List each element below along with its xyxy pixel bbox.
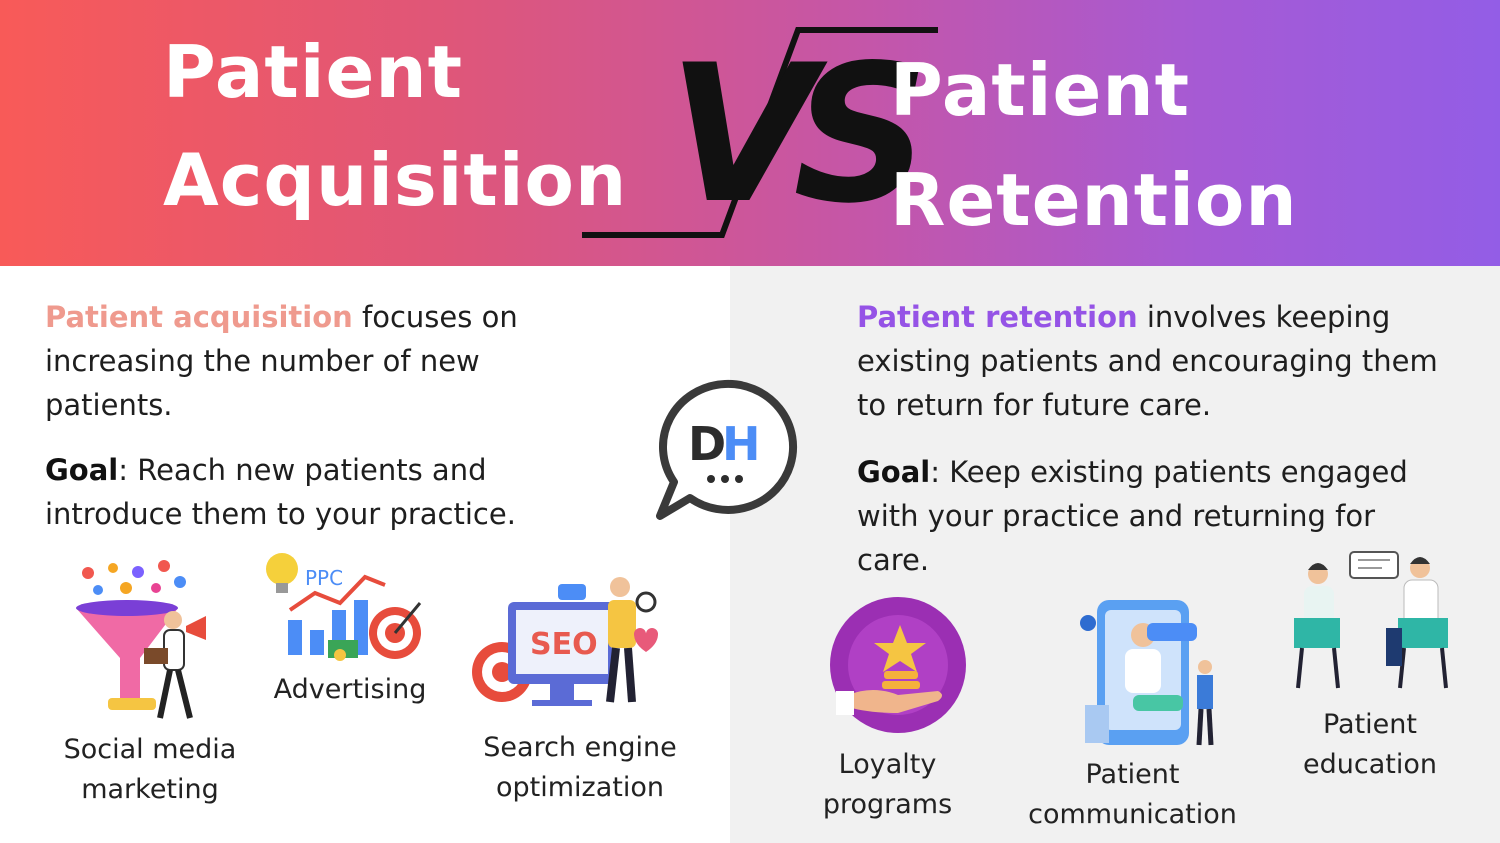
retention-goal-text: : Keep existing patients engaged with yo…: [857, 455, 1408, 577]
item-search-engine-optimization: Search engine optimization: [455, 728, 705, 808]
acquisition-goal: Goal: Reach new patients and introduce t…: [45, 448, 605, 536]
acquisition-description-text: focuses on increasing the number of new …: [45, 300, 518, 422]
ppc-advertising-icon: PPC: [266, 553, 422, 661]
item-label-line2: optimization: [496, 772, 664, 803]
item-label-line1: Patient: [1322, 709, 1417, 740]
left-title-line1: Patient: [163, 30, 464, 114]
item-label-line1: Loyalty: [838, 749, 937, 780]
right-title-line1: Patient: [890, 48, 1191, 132]
acquisition-goal-text: : Reach new patients and introduce them …: [45, 453, 516, 531]
dh-logo-icon: D H: [656, 379, 798, 520]
funnel-marketing-icon: [76, 560, 206, 719]
acquisition-description: Patient acquisition focuses on increasin…: [45, 295, 565, 427]
logo-letter-d: D: [688, 417, 726, 471]
svg-text:SEO: SEO: [530, 627, 598, 662]
left-title-line2: Acquisition: [163, 138, 628, 222]
retention-goal-label: Goal: [857, 455, 931, 489]
retention-description-text: involves keeping existing patients and e…: [857, 300, 1438, 422]
retention-highlight: Patient retention: [857, 300, 1138, 334]
vs-text: VS: [668, 24, 930, 245]
left-panel: [0, 266, 730, 843]
seo-icon: SEO: [472, 577, 658, 706]
retention-description: Patient retention involves keeping exist…: [857, 295, 1457, 427]
retention-goal: Goal: Keep existing patients engaged wit…: [857, 450, 1417, 582]
item-label-line2: marketing: [81, 774, 219, 805]
item-label-line1: Search engine: [483, 732, 677, 763]
logo-letter-h: H: [722, 417, 761, 471]
item-patient-communication: Patient communication: [1005, 755, 1260, 835]
item-advertising: Advertising: [255, 670, 445, 710]
item-social-media-marketing: Social media marketing: [40, 730, 260, 810]
loyalty-star-hand-icon: [830, 597, 966, 733]
right-title-line2: Retention: [890, 158, 1298, 242]
doctor-patient-conversation-icon: [1294, 551, 1448, 689]
item-label-line2: programs: [822, 789, 953, 820]
item-label-line1: Patient: [1085, 759, 1180, 790]
item-loyalty-programs: Loyalty programs: [790, 745, 985, 825]
item-label-line1: Social media: [63, 734, 237, 765]
acquisition-highlight: Patient acquisition: [45, 300, 353, 334]
phone-doctor-chat-icon: [1080, 600, 1214, 746]
item-label-line2: communication: [1028, 799, 1237, 830]
header-banner: VS: [0, 0, 1500, 266]
item-label-line2: education: [1303, 749, 1437, 780]
svg-text:PPC: PPC: [305, 566, 343, 590]
acquisition-goal-label: Goal: [45, 453, 119, 487]
item-label-line1: Advertising: [273, 674, 427, 705]
vs-slash-lines-icon: [582, 27, 938, 238]
item-patient-education: Patient education: [1280, 705, 1460, 785]
